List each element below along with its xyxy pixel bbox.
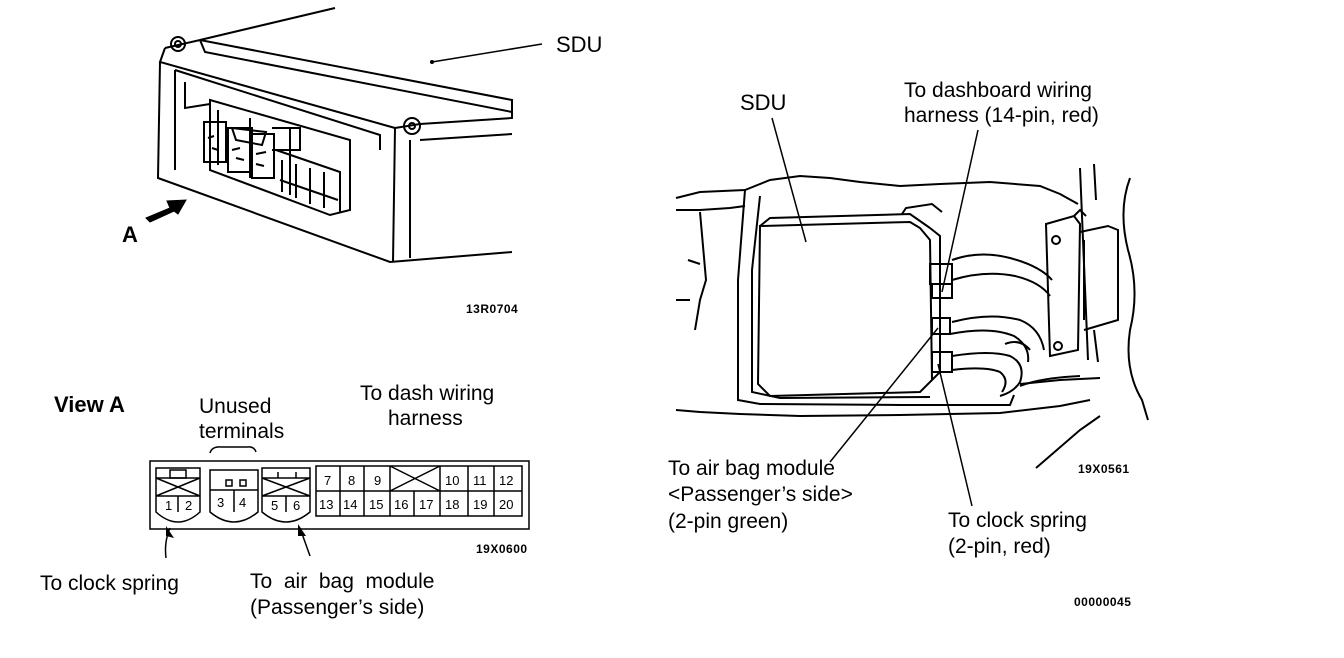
dash-harness-line2: harness — [388, 407, 463, 430]
airbag-module-line3-right: (2-pin green) — [668, 510, 788, 533]
pin-19: 19 — [473, 497, 487, 512]
clock-spring-leader-right — [937, 363, 973, 507]
airbag-module-leader-right — [829, 327, 939, 463]
document-number: 00000045 — [1074, 595, 1131, 609]
pin-6: 6 — [293, 498, 300, 513]
sdu-installed-drawing — [675, 163, 1149, 469]
figure-code-19x0600: 19X0600 — [476, 542, 528, 556]
clock-spring-line2-right: (2-pin, red) — [948, 535, 1051, 558]
pin-15: 15 — [369, 497, 383, 512]
figure-code-19x0561: 19X0561 — [1078, 462, 1130, 476]
clock-spring-arrowhead — [166, 526, 174, 538]
arrow-label-a: A — [122, 222, 138, 247]
dashboard-harness-line2: harness (14-pin, red) — [904, 104, 1099, 127]
sdu-leader-dot — [430, 60, 434, 64]
clock-spring-leader — [164, 527, 171, 559]
pin-2: 2 — [185, 498, 192, 513]
airbag-module-line1-left: To air bag module — [250, 570, 434, 593]
pin-1: 1 — [165, 498, 172, 513]
airbag-module-line1-right: To air bag module — [668, 457, 835, 480]
unused-terminals-line1: Unused — [199, 395, 271, 418]
pin-13: 13 — [319, 497, 333, 512]
pin-20: 20 — [499, 497, 513, 512]
sdu-unit-drawing — [156, 7, 513, 264]
airbag-arrowhead — [298, 524, 306, 536]
clock-spring-line1-right: To clock spring — [948, 509, 1087, 532]
unused-terminals-line2: terminals — [199, 420, 284, 443]
pin-3: 3 — [217, 495, 224, 510]
airbag-module-line2-right: <Passenger’s side> — [668, 483, 853, 506]
unused-terminals-bracket — [209, 446, 257, 454]
sdu-leader-line — [431, 43, 543, 63]
pin-7: 7 — [324, 473, 331, 488]
pin-4: 4 — [239, 495, 246, 510]
pin-8: 8 — [348, 473, 355, 488]
pin-5: 5 — [271, 498, 278, 513]
pin-9: 9 — [374, 473, 381, 488]
view-a-title: View A — [54, 392, 125, 417]
sdu-label-left: SDU — [556, 32, 602, 57]
dashboard-harness-leader — [941, 129, 979, 293]
dashboard-harness-line1: To dashboard wiring — [904, 79, 1092, 102]
pin-10: 10 — [445, 473, 459, 488]
sdu-label-right: SDU — [740, 90, 786, 115]
sdu-right-leader — [771, 117, 807, 243]
pin-17: 17 — [419, 497, 433, 512]
view-a-arrow-icon — [145, 199, 187, 223]
pin-12: 12 — [499, 473, 513, 488]
dash-harness-line1: To dash wiring — [360, 382, 494, 405]
view-a-connector — [149, 460, 530, 530]
pin-18: 18 — [445, 497, 459, 512]
figure-code-13r0704: 13R0704 — [466, 302, 518, 316]
pin-11: 11 — [473, 473, 487, 488]
airbag-module-line2-left: (Passenger’s side) — [250, 596, 424, 619]
pin-16: 16 — [394, 497, 408, 512]
clock-spring-label-left: To clock spring — [40, 572, 179, 595]
pin-14: 14 — [343, 497, 357, 512]
